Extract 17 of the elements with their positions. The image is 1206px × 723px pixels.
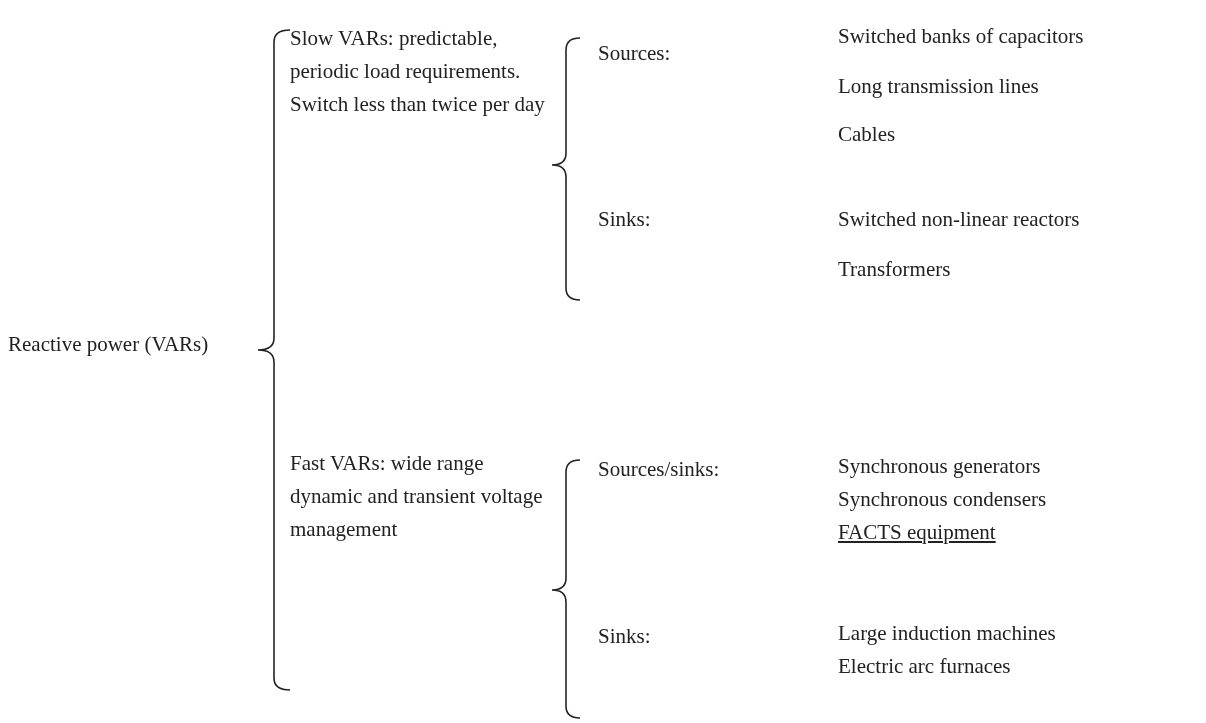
group-label: Sinks: [598, 623, 651, 650]
category-label: Reactive power (VARs) [8, 331, 209, 358]
group-label: Sinks: [598, 206, 651, 233]
item-label: Large induction machines [838, 620, 1056, 647]
item-label: Synchronous generators [838, 453, 1041, 480]
item-label: Electric arc furnaces [838, 653, 1011, 680]
item-label: Switched banks of capacitors [838, 23, 1084, 50]
item-label: Synchronous condensers [838, 486, 1047, 513]
item-label: Transformers [838, 256, 951, 283]
item-label: Cables [838, 121, 896, 148]
item-label: FACTS equipment [838, 519, 996, 546]
item-label: Long transmission lines [838, 73, 1039, 100]
description-text: Slow VARs: predictable, periodic load requirements. Switch less than twice per day [290, 25, 546, 118]
group-label: Sources: [598, 40, 671, 67]
description-text: Fast VARs: wide range dynamic and transient voltage management [290, 450, 544, 543]
item-label: Switched non-linear reactors [838, 206, 1080, 233]
group-label: Sources/sinks: [598, 456, 720, 483]
